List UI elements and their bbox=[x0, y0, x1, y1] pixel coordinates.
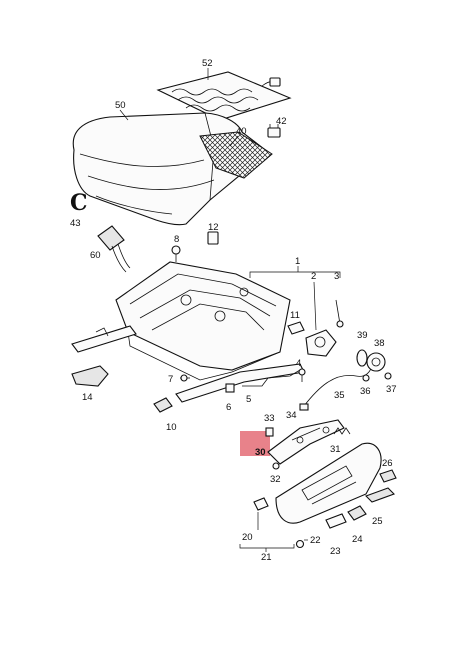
seat-frame bbox=[115, 261, 291, 381]
label-37: 37 bbox=[386, 384, 397, 395]
seat-rail-left bbox=[71, 325, 137, 353]
label-32: 32 bbox=[270, 474, 281, 485]
variant-letter: C bbox=[70, 190, 88, 216]
switch-25 bbox=[365, 487, 395, 503]
side-trim-panel bbox=[275, 442, 382, 524]
motor-2 bbox=[305, 329, 337, 357]
cushion-mesh-40 bbox=[199, 131, 273, 179]
bolt-22 bbox=[295, 539, 308, 549]
connector-42 bbox=[267, 124, 281, 138]
highlight-part-30 bbox=[240, 431, 270, 456]
label-36: 36 bbox=[360, 386, 371, 397]
label-50: 50 bbox=[115, 100, 126, 111]
label-5: 5 bbox=[246, 394, 251, 405]
button-23 bbox=[325, 513, 347, 529]
label-40: 40 bbox=[236, 126, 247, 137]
spring-31 bbox=[333, 427, 351, 435]
label-26: 26 bbox=[382, 458, 393, 469]
screw-37 bbox=[384, 372, 392, 380]
trim-10 bbox=[153, 397, 173, 413]
seat-rail-lower bbox=[175, 363, 305, 403]
knob-39 bbox=[356, 349, 368, 367]
knob-24 bbox=[347, 505, 367, 521]
clip-20 bbox=[253, 497, 269, 511]
label-2: 2 bbox=[311, 271, 316, 282]
cable-35 bbox=[303, 365, 373, 407]
label-38: 38 bbox=[374, 338, 385, 349]
bracket-21 bbox=[239, 544, 295, 549]
bracket-1 bbox=[249, 271, 341, 278]
bolt-7 bbox=[180, 374, 190, 382]
label-22: 22 bbox=[310, 535, 321, 546]
heating-mat-52 bbox=[156, 71, 292, 121]
label-60: 60 bbox=[90, 250, 101, 261]
label-52: 52 bbox=[202, 58, 213, 69]
harness-5 bbox=[242, 369, 301, 387]
connector-34 bbox=[299, 403, 309, 411]
label-4: 4 bbox=[296, 358, 301, 369]
label-39: 39 bbox=[357, 330, 368, 341]
label-23: 23 bbox=[330, 546, 341, 557]
label-1: 1 bbox=[295, 256, 300, 267]
trim-cover-14 bbox=[71, 365, 109, 387]
label-12: 12 bbox=[208, 222, 219, 233]
belt-buckle-60 bbox=[97, 225, 131, 273]
clip-6 bbox=[225, 383, 235, 393]
clip-11 bbox=[287, 321, 305, 335]
label-35: 35 bbox=[334, 390, 345, 401]
label-34: 34 bbox=[286, 410, 297, 421]
label-11: 11 bbox=[290, 310, 300, 321]
clip-12 bbox=[207, 231, 219, 245]
label-43: 43 bbox=[70, 218, 81, 229]
label-10: 10 bbox=[166, 422, 177, 433]
label-21: 21 bbox=[261, 552, 272, 563]
label-42: 42 bbox=[276, 116, 287, 127]
label-30: 30 bbox=[255, 447, 266, 458]
label-7: 7 bbox=[168, 374, 173, 385]
bolt-4 bbox=[298, 368, 306, 382]
label-6: 6 bbox=[226, 402, 231, 413]
cover-26 bbox=[379, 469, 397, 483]
label-14: 14 bbox=[82, 392, 93, 403]
label-24: 24 bbox=[352, 534, 363, 545]
label-3: 3 bbox=[334, 271, 339, 282]
label-20: 20 bbox=[242, 532, 253, 543]
inner-bracket-30 bbox=[267, 419, 345, 465]
label-33: 33 bbox=[264, 413, 275, 424]
clip-33 bbox=[265, 427, 274, 437]
screw-36 bbox=[362, 374, 370, 382]
bolt-8 bbox=[171, 245, 181, 262]
screw-3 bbox=[335, 299, 344, 328]
label-31: 31 bbox=[330, 444, 341, 455]
adjuster-38 bbox=[366, 352, 386, 372]
label-8: 8 bbox=[174, 234, 179, 245]
label-25: 25 bbox=[372, 516, 383, 527]
screw-32 bbox=[272, 462, 280, 470]
